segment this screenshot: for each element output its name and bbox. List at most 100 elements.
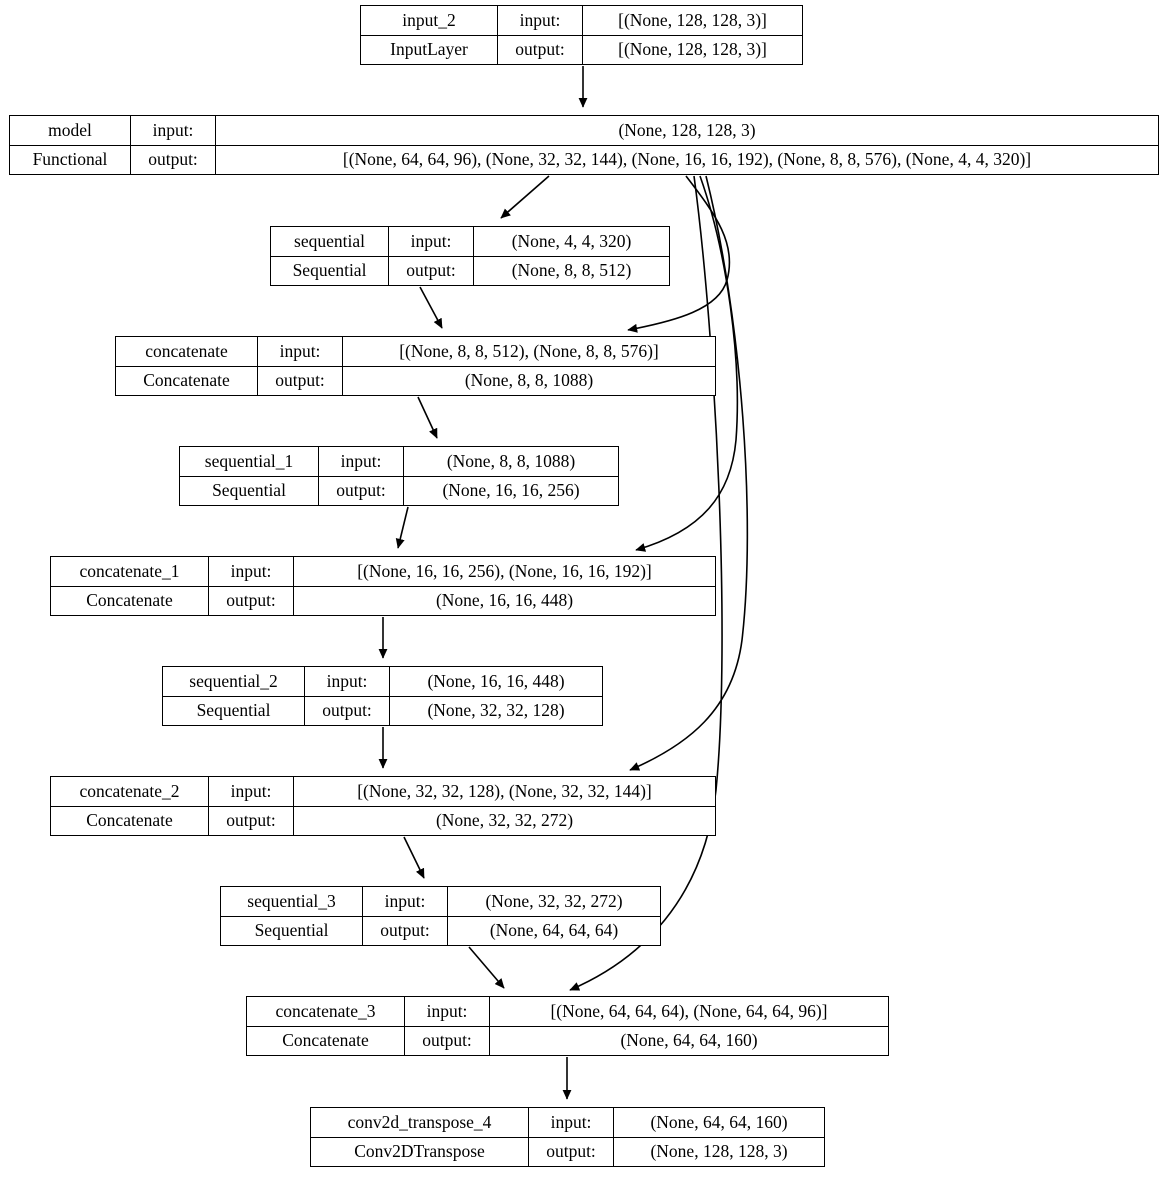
edge-model-to-sequential bbox=[500, 175, 550, 219]
layer-class: Functional bbox=[10, 145, 131, 174]
layer-class: Sequential bbox=[271, 256, 389, 285]
input-shape: (None, 64, 64, 160) bbox=[650, 1111, 788, 1132]
layer-class: Concatenate bbox=[247, 1026, 405, 1055]
input-label: input: bbox=[389, 227, 474, 256]
layer-name: model bbox=[10, 116, 131, 145]
layer-class: Sequential bbox=[180, 476, 319, 505]
layer-name: concatenate_3 bbox=[247, 997, 405, 1026]
input-shape: (None, 16, 16, 448) bbox=[427, 670, 565, 691]
input-shape: [(None, 8, 8, 512), (None, 8, 8, 576)] bbox=[399, 340, 659, 361]
edge-sequential-to-concatenate bbox=[419, 286, 443, 329]
input-label: input: bbox=[405, 997, 490, 1026]
layer-class: Concatenate bbox=[116, 366, 258, 395]
input-label: input: bbox=[209, 557, 294, 586]
output-shape: (None, 16, 16, 448) bbox=[435, 590, 574, 610]
input-shape: [(None, 32, 32, 128), (None, 32, 32, 144… bbox=[357, 780, 652, 801]
layer-name: sequential_1 bbox=[180, 447, 319, 476]
layer-name: sequential bbox=[271, 227, 389, 256]
output-shape: [(None, 128, 128, 3)] bbox=[618, 39, 767, 59]
layer-name: sequential_3 bbox=[221, 887, 363, 916]
output-shape: (None, 32, 32, 128) bbox=[427, 700, 565, 720]
input-label: input: bbox=[498, 6, 583, 35]
edge-sequential_3-to-concatenate_3 bbox=[468, 946, 505, 989]
input-shape: (None, 4, 4, 320) bbox=[511, 230, 632, 251]
layer-name: concatenate_2 bbox=[51, 777, 209, 806]
edge-concatenate-to-sequential_1 bbox=[417, 396, 438, 439]
input-label: input: bbox=[319, 447, 404, 476]
input-label: input: bbox=[363, 887, 448, 916]
output-shape: (None, 64, 64, 64) bbox=[489, 920, 619, 940]
edge-sequential_1-to-concatenate_1 bbox=[395, 506, 409, 549]
layer-name: sequential_2 bbox=[163, 667, 305, 696]
input-shape: (None, 128, 128, 3) bbox=[618, 119, 756, 140]
output-shape: (None, 64, 64, 160) bbox=[620, 1030, 758, 1050]
input-label: input: bbox=[529, 1108, 614, 1137]
layer-name: concatenate_1 bbox=[51, 557, 209, 586]
input-shape: (None, 32, 32, 272) bbox=[485, 890, 623, 911]
layer-name: conv2d_transpose_4 bbox=[311, 1108, 529, 1137]
output-shape: (None, 8, 8, 512) bbox=[511, 260, 632, 280]
output-label: output: bbox=[258, 366, 343, 395]
layer-class: Concatenate bbox=[51, 586, 209, 615]
edge-sequential_2-to-sequential_3 bbox=[403, 836, 425, 879]
input-label: input: bbox=[209, 777, 294, 806]
output-label: output: bbox=[209, 586, 294, 615]
output-label: output: bbox=[389, 256, 474, 285]
layer-name: input_2 bbox=[361, 6, 498, 35]
layer-class: Sequential bbox=[163, 696, 305, 725]
output-shape: (None, 128, 128, 3) bbox=[650, 1141, 788, 1161]
output-label: output: bbox=[405, 1026, 490, 1055]
output-label: output: bbox=[529, 1137, 614, 1166]
layer-class: Sequential bbox=[221, 916, 363, 945]
input-label: input: bbox=[305, 667, 390, 696]
output-shape: (None, 32, 32, 272) bbox=[435, 810, 574, 830]
output-shape: (None, 8, 8, 1088) bbox=[464, 370, 594, 390]
input-shape: [(None, 128, 128, 3)] bbox=[618, 9, 767, 30]
output-label: output: bbox=[209, 806, 294, 835]
output-label: output: bbox=[305, 696, 390, 725]
input-label: input: bbox=[258, 337, 343, 366]
output-shape: (None, 16, 16, 256) bbox=[442, 480, 580, 500]
layer-name: concatenate bbox=[116, 337, 258, 366]
layer-class: Concatenate bbox=[51, 806, 209, 835]
input-shape: [(None, 64, 64, 64), (None, 64, 64, 96)] bbox=[550, 1000, 828, 1021]
output-shape: [(None, 64, 64, 96), (None, 32, 32, 144)… bbox=[342, 149, 1032, 169]
output-label: output: bbox=[319, 476, 404, 505]
input-shape: [(None, 16, 16, 256), (None, 16, 16, 192… bbox=[357, 560, 652, 581]
layer-class: Conv2DTranspose bbox=[311, 1137, 529, 1166]
